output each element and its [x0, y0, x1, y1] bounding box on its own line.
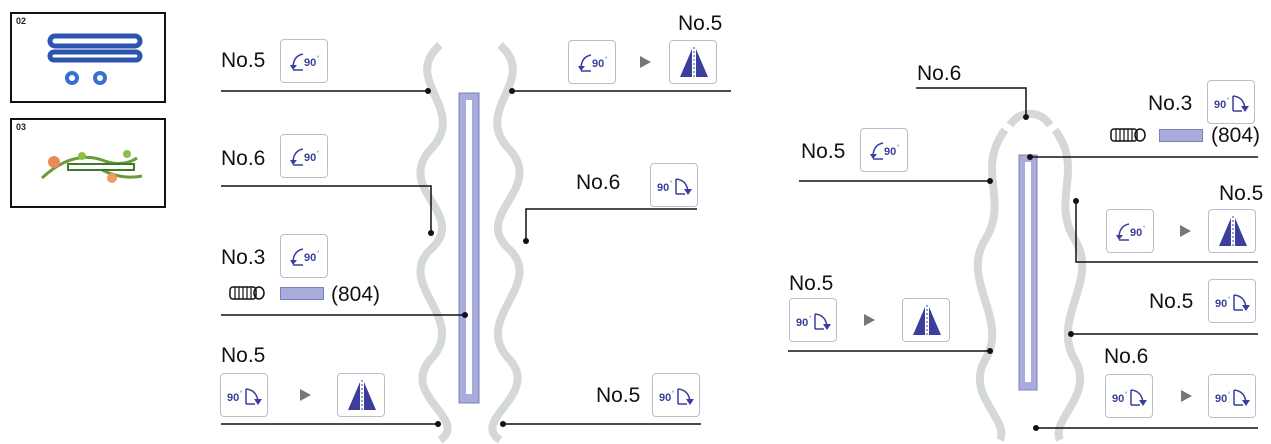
right-ornament	[973, 109, 1087, 442]
needle-label: No.5	[221, 49, 266, 72]
mirror-button[interactable]	[1208, 209, 1256, 253]
needle-label: No.5	[1149, 290, 1194, 313]
svg-text:90: 90	[227, 392, 239, 404]
svg-text:90: 90	[884, 146, 896, 158]
svg-text:°: °	[317, 251, 320, 257]
svg-text:90: 90	[592, 58, 604, 70]
rotate-right-90-button[interactable]: 90 °	[1207, 80, 1255, 124]
thread-color-swatch	[280, 287, 324, 300]
rotate-right-90-button[interactable]: 90 °	[220, 373, 268, 417]
rotate-right-90-button[interactable]: 90 °	[652, 373, 700, 417]
rotate-left-icon: 90 °	[290, 53, 320, 71]
rotate-left-90-button[interactable]: 90 °	[280, 134, 328, 178]
svg-text:°: °	[317, 56, 320, 62]
rotate-right-icon: 90 °	[1215, 389, 1250, 406]
needle-label: No.6	[917, 62, 962, 85]
svg-text:90: 90	[1214, 99, 1226, 111]
thread-color-swatch	[1159, 129, 1203, 142]
svg-text:90: 90	[1112, 393, 1124, 405]
rotate-left-90-button[interactable]: 90 °	[860, 128, 908, 172]
svg-text:°: °	[809, 316, 812, 322]
svg-text:°: °	[317, 151, 320, 157]
mirror-icon	[1219, 216, 1247, 248]
then-arrow-icon	[1181, 390, 1192, 402]
svg-text:°: °	[240, 391, 243, 397]
svg-text:°: °	[1143, 226, 1146, 232]
svg-text:°: °	[670, 181, 673, 187]
svg-text:90: 90	[1215, 298, 1227, 310]
rotate-left-icon: 90 °	[290, 248, 320, 266]
rotate-right-icon: 90 °	[796, 313, 831, 330]
then-arrow-icon	[864, 314, 875, 326]
mirror-button[interactable]	[337, 373, 385, 417]
rotate-left-90-button[interactable]: 90 °	[280, 39, 328, 83]
thread-color-code: (804)	[331, 283, 381, 306]
then-arrow-icon	[640, 56, 651, 68]
rotate-right-90-button[interactable]: 90 °	[1208, 374, 1256, 418]
thread-spool-icon	[1110, 128, 1146, 142]
rotate-right-icon: 90 °	[227, 388, 262, 405]
rotate-left-90-button[interactable]: 90 °	[280, 234, 328, 278]
svg-text:°: °	[1228, 297, 1231, 303]
rotate-right-icon: 90 °	[657, 178, 692, 195]
mirror-icon	[680, 47, 708, 79]
svg-text:°: °	[1125, 392, 1128, 398]
rotate-left-icon: 90 °	[578, 54, 608, 72]
floral-design-image	[40, 150, 143, 183]
svg-text:90: 90	[657, 182, 669, 194]
rotate-right-icon: 90 °	[1214, 95, 1249, 112]
needle-label: No.5	[1219, 182, 1264, 205]
border-design-image	[47, 33, 143, 85]
svg-text:90: 90	[304, 152, 316, 164]
svg-text:90: 90	[1215, 393, 1227, 405]
svg-text:°: °	[1228, 392, 1231, 398]
thumbnail-03[interactable]: 03	[10, 118, 166, 208]
needle-label: No.6	[576, 171, 621, 194]
mirror-icon	[913, 305, 941, 337]
thread-spool-icon	[229, 286, 265, 300]
thread-color-code: (804)	[1211, 124, 1261, 147]
svg-text:90: 90	[1130, 227, 1142, 239]
svg-text:90: 90	[304, 57, 316, 69]
mirror-button[interactable]	[669, 40, 717, 84]
then-arrow-icon	[300, 389, 311, 401]
thumbnail-02[interactable]: 02	[10, 12, 166, 103]
mirror-icon	[348, 380, 376, 412]
thumbnail-number: 02	[16, 16, 27, 26]
svg-text:°: °	[672, 391, 675, 397]
rotate-right-90-button[interactable]: 90 °	[789, 298, 837, 342]
needle-label: No.5	[801, 140, 846, 163]
svg-text:90: 90	[796, 317, 808, 329]
needle-label: No.5	[596, 384, 641, 407]
rotate-left-90-button[interactable]: 90 °	[568, 40, 616, 84]
needle-label: No.6	[1104, 345, 1149, 368]
then-arrow-icon	[1180, 225, 1191, 237]
svg-text:°: °	[605, 57, 608, 63]
mirror-button[interactable]	[902, 298, 950, 342]
rotate-right-icon: 90 °	[1215, 294, 1250, 311]
rotate-right-90-button[interactable]: 90 °	[1105, 374, 1153, 418]
rotate-left-90-button[interactable]: 90 °	[1106, 209, 1154, 253]
needle-label: No.5	[221, 344, 266, 367]
needle-label: No.5	[678, 12, 723, 35]
rotate-right-icon: 90 °	[1112, 389, 1147, 406]
needle-label: No.5	[789, 272, 834, 295]
rotate-left-icon: 90 °	[1116, 223, 1146, 241]
rotate-right-90-button[interactable]: 90 °	[650, 163, 698, 207]
svg-text:°: °	[1227, 98, 1230, 104]
svg-text:90: 90	[659, 392, 671, 404]
rotate-right-90-button[interactable]: 90 °	[1208, 279, 1256, 323]
left-ornament	[416, 41, 524, 444]
needle-label: No.3	[1148, 92, 1193, 115]
rotate-left-icon: 90 °	[870, 142, 900, 160]
rotate-right-icon: 90 °	[659, 388, 694, 405]
needle-label: No.6	[221, 147, 266, 170]
thumbnail-number: 03	[16, 122, 27, 132]
svg-text:°: °	[897, 145, 900, 151]
needle-label: No.3	[221, 246, 266, 269]
rotate-left-icon: 90 °	[290, 148, 320, 166]
svg-text:90: 90	[304, 252, 316, 264]
